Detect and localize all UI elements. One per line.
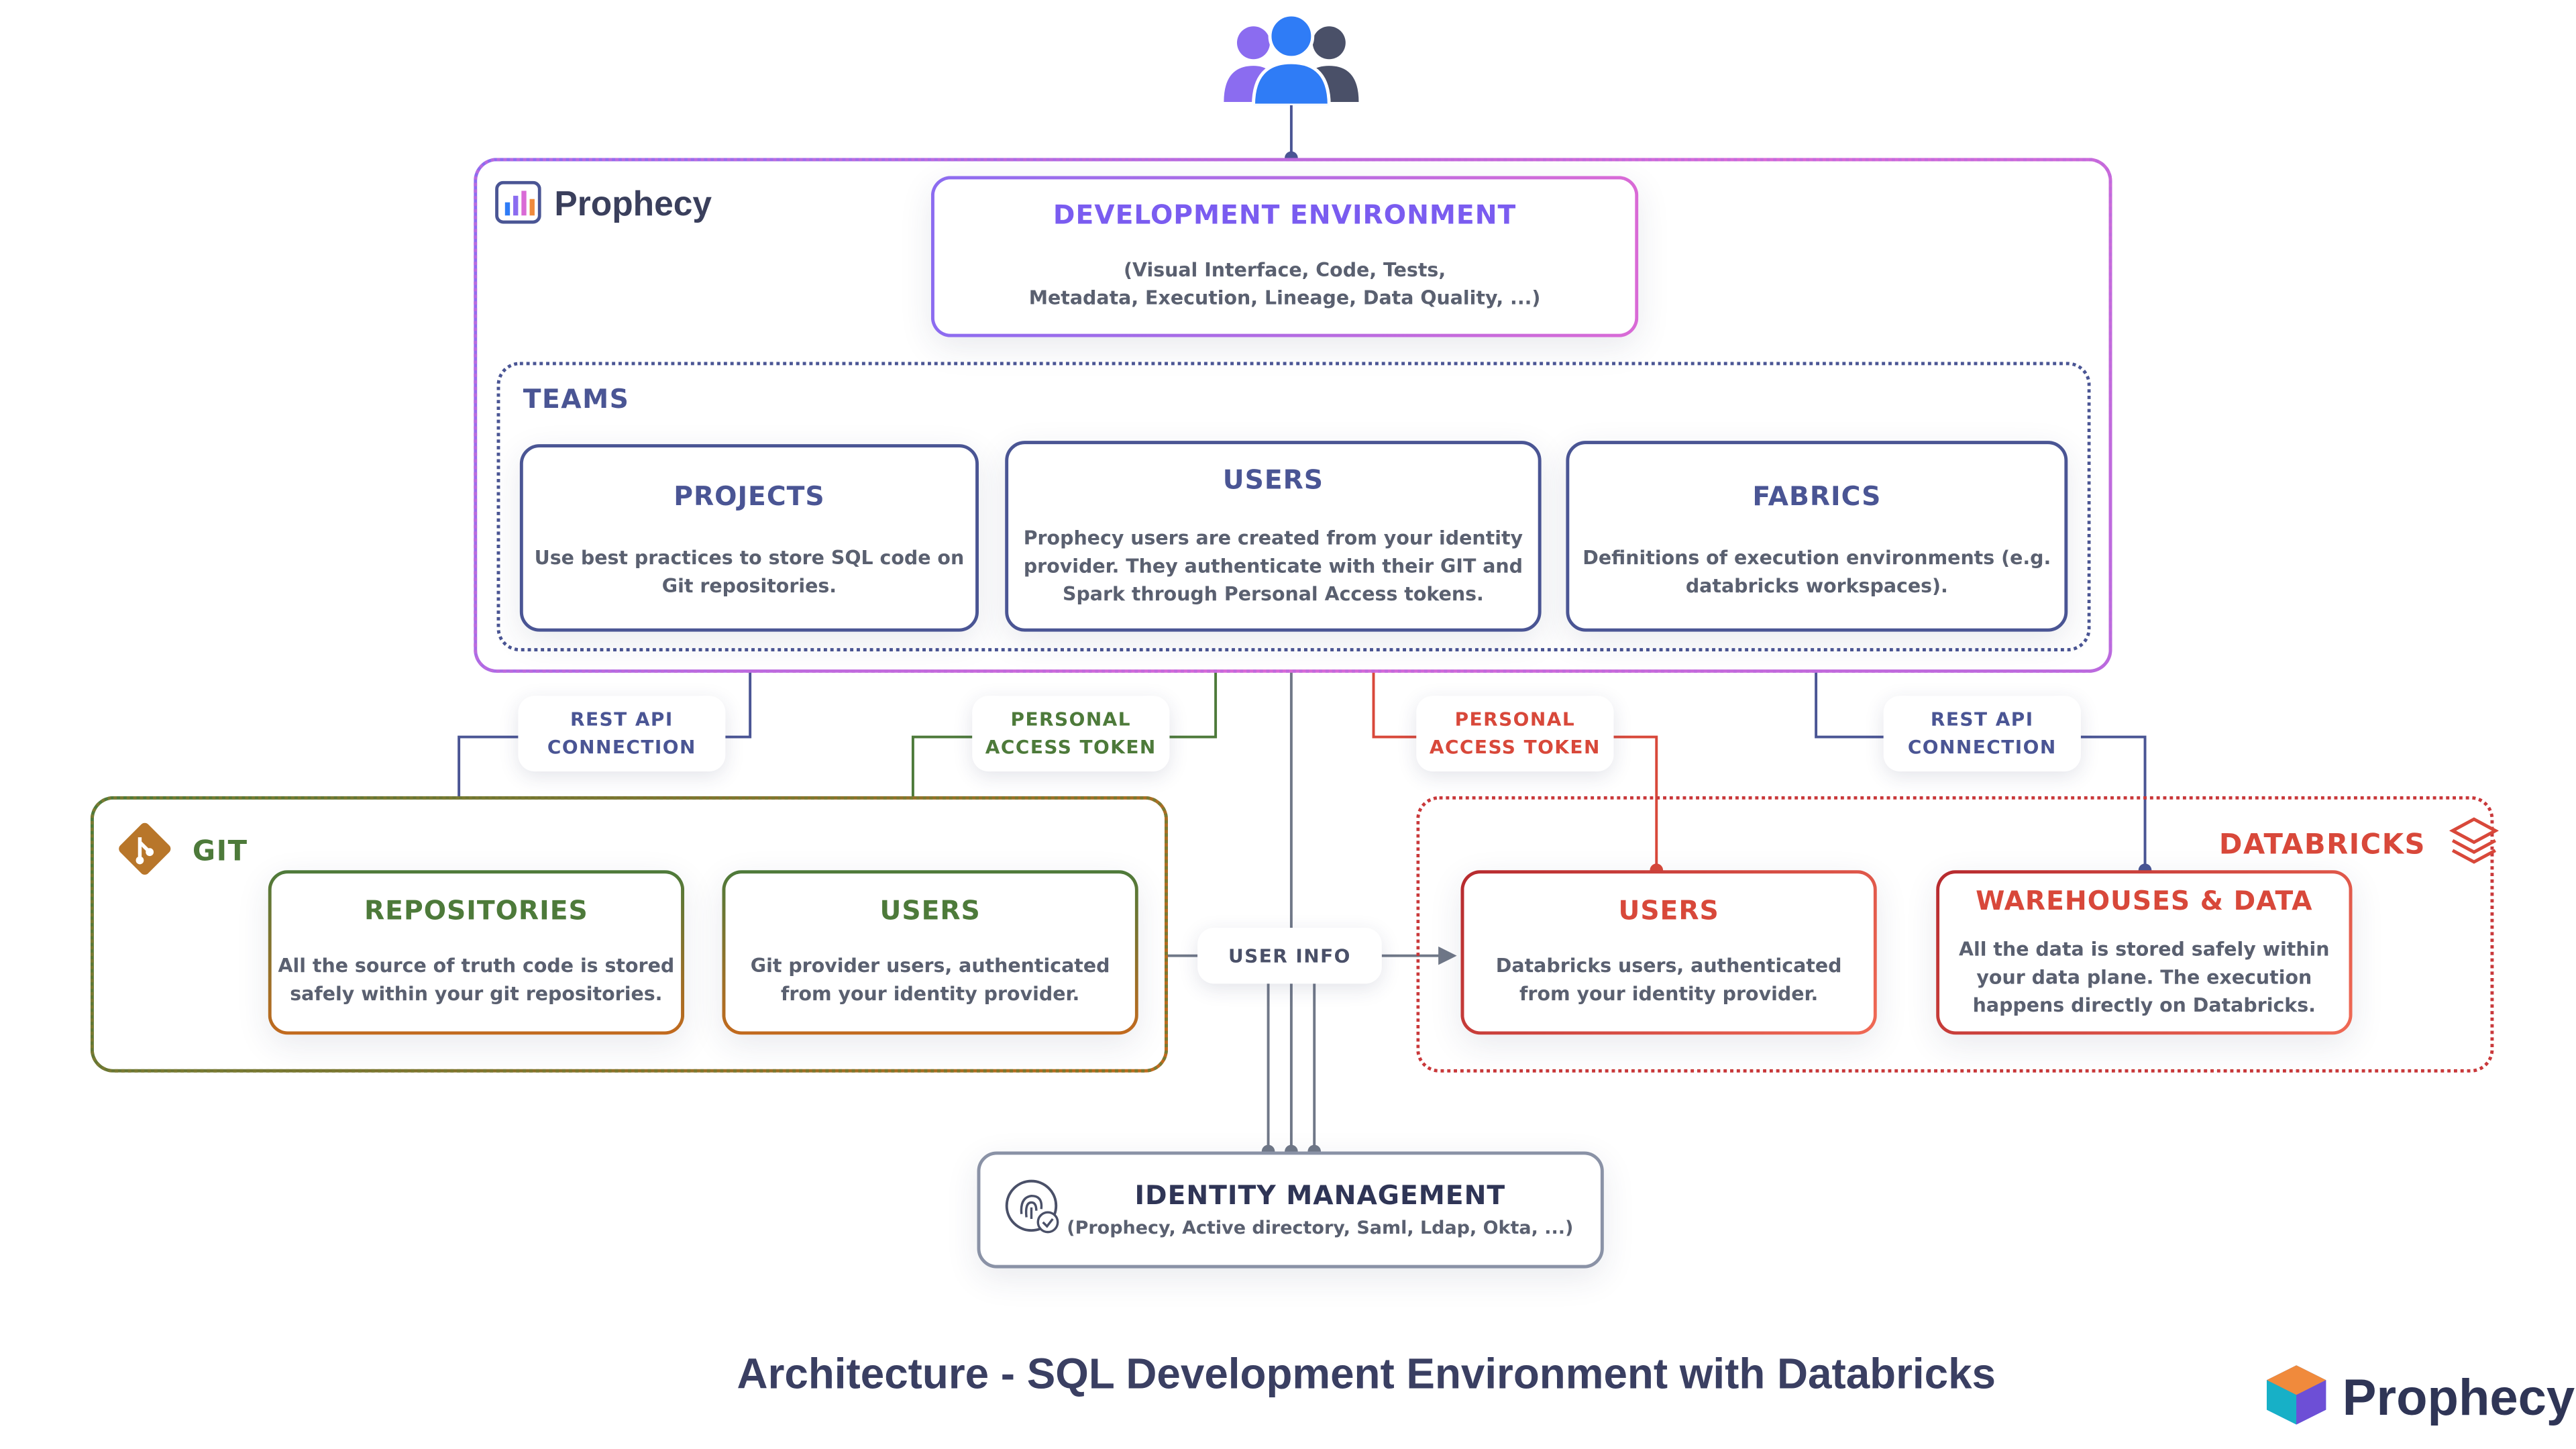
pat-git-line-2: ACCESS TOKEN: [985, 735, 1157, 759]
prophecy-users-desc-1: Prophecy users are created from your ide…: [1023, 526, 1523, 550]
user-info-pill: USER INFO: [1197, 927, 1382, 984]
development-environment-title: DEVELOPMENT ENVIRONMENT: [1053, 199, 1517, 231]
git-logo-icon: [117, 821, 172, 883]
fingerprint-icon: [1004, 1177, 1063, 1242]
footer-brand-text: Prophecy: [2342, 1368, 2575, 1426]
fabrics-desc-1: Definitions of execution environments (e…: [1582, 546, 2051, 570]
pat-git-line-1: PERSONAL: [1010, 707, 1132, 731]
rest-api-right-line-2: CONNECTION: [1907, 735, 2057, 759]
rest-api-left-line-2: CONNECTION: [547, 735, 696, 759]
warehouses-card: WAREHOUSES & DATA All the data is stored…: [1936, 870, 2352, 1034]
projects-desc-2: Git repositories.: [661, 574, 837, 598]
fabrics-title: FABRICS: [1752, 480, 1882, 512]
user-info-label: USER INFO: [1228, 943, 1351, 967]
warehouses-desc-1: All the data is stored safely within: [1959, 937, 2330, 961]
git-label: GIT: [192, 835, 248, 869]
prophecy-chart-logo-icon: [495, 180, 541, 231]
databricks-header: DATABRICKS: [2218, 816, 2499, 875]
rest-api-connection-right-pill: REST API CONNECTION: [1883, 696, 2081, 772]
git-users-desc-1: Git provider users, authenticated: [750, 954, 1110, 977]
rest-api-right-line-1: REST API: [1930, 707, 2034, 731]
rest-api-connection-left-pill: REST API CONNECTION: [518, 696, 726, 772]
fabrics-card: FABRICS Definitions of execution environ…: [1566, 441, 2068, 632]
databricks-users-card: USERS Databricks users, authenticated fr…: [1460, 870, 1876, 1034]
prophecy-logo: Prophecy: [495, 180, 712, 231]
projects-desc-1: Use best practices to store SQL code on: [534, 546, 965, 570]
databricks-users-desc-2: from your identity provider.: [1519, 981, 1819, 1006]
git-header: GIT: [117, 821, 248, 883]
repositories-desc-2: safely within your git repositories.: [290, 981, 663, 1006]
users-group-icon: [1220, 13, 1362, 107]
databricks-logo-icon: [2449, 816, 2499, 875]
databricks-container: [1416, 796, 2494, 1073]
development-environment-card: DEVELOPMENT ENVIRONMENT (Visual Interfac…: [931, 176, 1638, 337]
personal-access-token-git-pill: PERSONAL ACCESS TOKEN: [972, 696, 1170, 772]
personal-access-token-databricks-pill: PERSONAL ACCESS TOKEN: [1416, 696, 1614, 772]
git-container-border: [90, 796, 1168, 1073]
development-environment-desc-1: (Visual Interface, Code, Tests,: [1123, 258, 1446, 282]
identity-management-card: IDENTITY MANAGEMENT (Prophecy, Active di…: [977, 1151, 1604, 1269]
git-users-title: USERS: [879, 894, 981, 926]
databricks-label: DATABRICKS: [2218, 828, 2426, 862]
diagram-caption: Architecture - SQL Development Environme…: [737, 1348, 1996, 1399]
teams-label: TEAMS: [523, 383, 630, 415]
warehouses-desc-3: happens directly on Databricks.: [1972, 994, 2316, 1017]
git-users-card: USERS Git provider users, authenticated …: [722, 870, 1138, 1034]
identity-management-title: IDENTITY MANAGEMENT: [1134, 1178, 1506, 1210]
projects-title: PROJECTS: [674, 480, 825, 512]
git-users-desc-2: from your identity provider.: [781, 981, 1080, 1006]
prophecy-users-title: USERS: [1222, 464, 1324, 496]
prophecy-logo-text: Prophecy: [554, 186, 712, 224]
pat-db-line-2: ACCESS TOKEN: [1429, 735, 1601, 759]
pat-db-line-1: PERSONAL: [1454, 707, 1576, 731]
prophecy-container-border: [474, 158, 2112, 673]
prophecy-users-card: USERS Prophecy users are created from yo…: [1005, 441, 1542, 632]
prophecy-users-desc-3: Spark through Personal Access tokens.: [1062, 582, 1484, 606]
identity-management-desc: (Prophecy, Active directory, Saml, Ldap,…: [1067, 1216, 1574, 1238]
rest-api-left-line-1: REST API: [570, 707, 674, 731]
repositories-card: REPOSITORIES All the source of truth cod…: [268, 870, 684, 1034]
repositories-title: REPOSITORIES: [364, 894, 588, 926]
prophecy-cube-logo-icon: [2263, 1364, 2329, 1433]
development-environment-desc-2: Metadata, Execution, Lineage, Data Quali…: [1028, 286, 1541, 309]
databricks-users-title: USERS: [1618, 894, 1719, 926]
projects-card: PROJECTS Use best practices to store SQL…: [519, 444, 979, 632]
databricks-users-desc-1: Databricks users, authenticated: [1495, 954, 1842, 977]
footer-brand: Prophecy: [2263, 1364, 2575, 1433]
fabrics-desc-2: databricks workspaces).: [1685, 574, 1948, 598]
teams-container: [496, 362, 2091, 652]
repositories-desc-1: All the source of truth code is stored: [278, 954, 675, 977]
warehouses-desc-2: your data plane. The execution: [1976, 965, 2312, 989]
warehouses-title: WAREHOUSES & DATA: [1976, 885, 2313, 916]
prophecy-users-desc-2: provider. They authenticate with their G…: [1023, 554, 1523, 578]
